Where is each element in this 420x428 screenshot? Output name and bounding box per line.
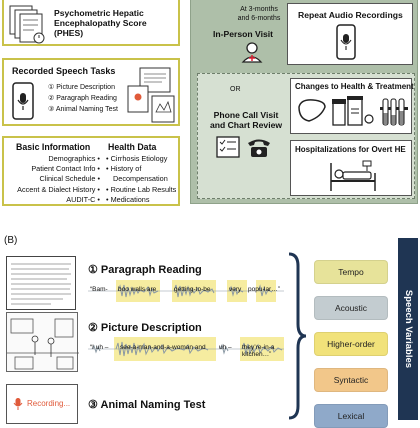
liver-icon [298,99,326,122]
test-tubes-icon [380,98,408,126]
speech-task-2: ② Paragraph Reading [48,95,117,102]
followup-panel: At 3-months and 6-months In-Person Visit… [190,0,418,204]
basic-item-3: Clinical Schedule • [39,174,100,184]
health-item-4: • Routine Lab Results [106,184,177,194]
timing-line2: and 6-months [237,15,281,22]
phone-microphone-icon [12,82,34,120]
picture-sketch [6,312,79,372]
test-sheets-icon [9,5,45,44]
speech-task-3: ③ Animal Naming Test [48,106,118,113]
speech-tasks-box: Recorded Speech Tasks ① Picture Descript… [2,58,180,126]
health-item-3: Decompensation [113,174,168,184]
paragraph-sheet [6,256,76,310]
paragraph-token-6: lar…” [264,286,280,293]
in-person-label: In-Person Visit [213,29,274,39]
paragraph-waveform-row: “Bam- boo walls are getting-to-be very p… [88,280,284,302]
or-section: OR Phone Call Visit and Chart Review Cha… [197,73,415,199]
paragraph-reading-title: ① Paragraph Reading [88,264,202,276]
speech-materials-icon [127,67,175,123]
paragraph-waveform [88,284,284,298]
speech-variables-bar: Speech Variables [398,238,418,420]
basic-item-1: Demographics • [48,154,100,163]
phes-title-line2: Encephalopathy Score [54,18,147,28]
panel-b-label: (B) [4,235,18,246]
picture-token-2: see-a-man-and-a-woman and [120,344,206,351]
speech-variable-acoustic: Acoustic [314,296,388,320]
paragraph-text-lines [11,263,71,305]
doctor-icon [241,42,263,63]
repeat-audio-label: Repeat Audio Recordings [298,10,403,20]
recording-mic-icon [13,398,23,410]
chart-review-icon [216,136,240,158]
recording-label: Recording... [27,399,71,408]
phes-box: Psychometric Hepatic Encephalopathy Scor… [2,0,180,46]
kitchen-scene-icon [7,318,79,370]
hospitalizations-box: Hospitalizations for Overt HE [290,140,412,196]
hospital-bed-icon [330,160,376,191]
health-data-title: Health Data [108,142,157,152]
recording-card: Recording... [6,384,78,424]
phone-visit-line1: Phone Call Visit [213,110,279,120]
paragraph-token-4: very [229,286,242,293]
picture-token-4: they’re-in-a kitchen…” [242,344,275,358]
picture-token-1: “I uh – [90,344,109,351]
basic-info-title: Basic Information [16,142,91,152]
speech-variable-tempo: Tempo [314,260,388,284]
speech-variable-lexical: Lexical [314,404,388,428]
basic-item-4: Accent & Dialect History • [17,184,100,194]
hospitalizations-label: Hospitalizations for Overt HE [295,145,406,154]
picture-waveform [88,341,284,357]
health-item-5: • Medications [106,194,150,204]
grouping-brace [288,252,307,420]
phone-microphone-icon-2 [336,24,356,60]
health-item-2: • History of [106,164,142,174]
telephone-icon [248,139,270,157]
speech-task-1: ① Picture Description [48,84,115,91]
animal-naming-title: ③ Animal Naming Test [88,399,206,411]
phone-visit-line2: and Chart Review [209,120,283,130]
or-label: OR [230,86,241,93]
medicine-bottles-icon [332,96,374,126]
phes-title-line3: (PHES) [54,28,84,38]
timing-line1: At 3-months [240,6,278,13]
picture-description-title: ② Picture Description [88,322,202,334]
changes-box: Changes to Health & Treatment [290,78,414,134]
picture-waveform-row: “I uh – see-a-man-and-a-woman and uh – t… [88,337,284,361]
speech-variable-higher-order: Higher-order [314,332,388,356]
basic-item-5: AUDIT-C • [66,194,100,204]
repeat-audio-box: Repeat Audio Recordings [287,3,413,65]
changes-label: Changes to Health & Treatment [295,82,414,91]
paragraph-token-5: popu- [248,286,265,293]
picture-token-3: uh – [219,344,232,351]
paragraph-token-3: getting-to-be [174,286,211,293]
info-box: Basic Information Demographics • Patient… [2,136,180,206]
health-item-1: • Cirrhosis Etiology [106,154,168,163]
phes-title-line1: Psychometric Hepatic [54,8,144,18]
basic-item-2: Patient Contact Info • [31,164,100,174]
speech-variables-label: Speech Variables [403,289,414,369]
speech-tasks-title: Recorded Speech Tasks [12,66,116,76]
paragraph-token-1: “Bam- [90,286,108,293]
paragraph-token-2: boo walls are [118,286,157,293]
speech-variable-syntactic: Syntactic [314,368,388,392]
